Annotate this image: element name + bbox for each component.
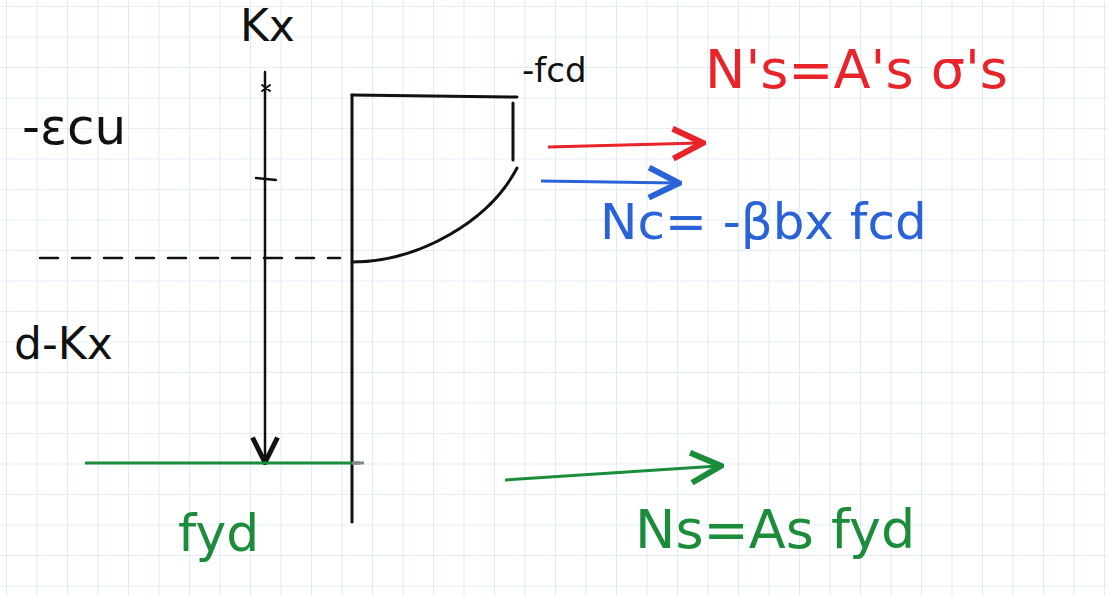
stress-label: fyd bbox=[178, 505, 259, 562]
stress-label: -fcd bbox=[522, 52, 587, 89]
depth-label: d-Kx bbox=[14, 320, 113, 368]
force-label: Nc= -βbx fcd bbox=[600, 195, 927, 250]
force-label: N's=A's σ's bbox=[705, 40, 1008, 99]
force-label: Ns=As fyd bbox=[635, 500, 915, 559]
strain-label: -εcu bbox=[22, 100, 126, 155]
depth-label: Kx bbox=[240, 2, 295, 50]
